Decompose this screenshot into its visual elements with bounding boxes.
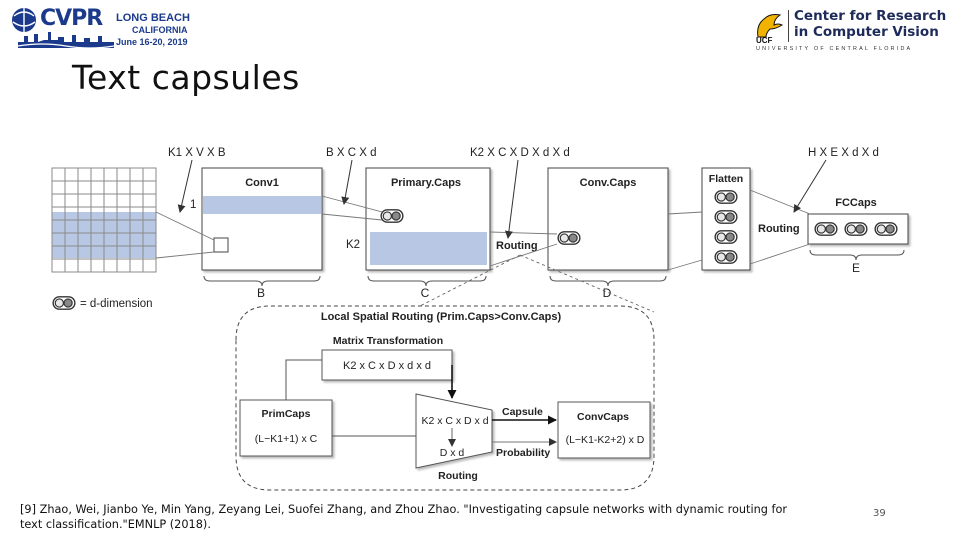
primcaps-title: PrimCaps — [261, 408, 310, 420]
matrix-box — [321, 349, 453, 381]
legend-capsule-icon — [52, 296, 76, 310]
page-number: 39 — [873, 508, 886, 519]
braces — [203, 249, 905, 287]
routing-right-label: Routing — [758, 223, 800, 235]
conv1-kernel-square — [213, 237, 229, 253]
mark-k2: K2 — [346, 239, 360, 251]
primcaps-box — [239, 399, 333, 457]
crcv-line1: Center for Research — [794, 8, 947, 24]
flatten-capsule-1-icon — [714, 190, 738, 204]
flatten-title: Flatten — [709, 173, 743, 185]
cvpr-location: LONG BEACH CALIFORNIA June 16-20, 2019 — [116, 12, 190, 48]
inset-routing-label: Routing — [438, 470, 478, 482]
inset-arrows — [285, 359, 557, 447]
cvpr-wordmark: CVPR — [40, 6, 103, 31]
ucf-crcv-logo: UCF Center for Research in Computer Visi… — [752, 6, 952, 56]
cvpr-globe-icon — [12, 8, 36, 32]
primary-caps-title: Primary.Caps — [391, 177, 461, 189]
label-hxexdxd: H X E X d X d — [808, 147, 879, 159]
brace-e-label: E — [852, 261, 860, 275]
conv1-box: Conv1 1 — [190, 167, 323, 271]
ucf-pegasus-icon — [757, 14, 783, 38]
routing-trapezoid — [415, 393, 493, 469]
cvpr-skyline-icon — [18, 32, 114, 49]
label-arrows — [177, 159, 827, 239]
brace-c-label: C — [421, 286, 430, 300]
conv-caps-box: Conv.Caps — [547, 167, 669, 271]
ucf-university: UNIVERSITY OF CENTRAL FLORIDA — [756, 46, 913, 52]
brace-d-label: D — [603, 286, 612, 300]
cvpr-dates: June 16-20, 2019 — [116, 37, 188, 47]
crcv-name: Center for Research in Computer Vision — [794, 8, 946, 40]
flatten-capsule-2-icon — [714, 210, 738, 224]
cvpr-logo: CVPR LONG BEACH CALIFORNIA June 16-20, 2… — [10, 6, 195, 50]
fc-capsule-2-icon — [844, 222, 868, 236]
probability-label: Probability — [496, 447, 550, 459]
conv1-title: Conv1 — [245, 177, 279, 189]
label-k2xcxdxdxd: K2 X C X D X d X d — [470, 147, 570, 159]
trap-top-expr: K2 x C x D x d — [421, 415, 488, 427]
convcaps-box — [557, 401, 651, 459]
ucf-divider — [788, 10, 789, 42]
slide-title: Text capsules — [72, 58, 300, 97]
primary-caps-box: Primary.Caps K2 Routing — [346, 167, 538, 271]
local-routing-inset: Local Spatial Routing (Prim.Caps>Conv.Ca… — [235, 305, 655, 491]
label-bxcxd: B X C X d — [326, 147, 377, 159]
flatten-capsule-3-icon — [714, 230, 738, 244]
label-k1xvxb: K1 X V X B — [168, 147, 226, 159]
connector-lines — [155, 189, 811, 271]
brace-b-label: B — [257, 286, 265, 300]
flatten-box: Flatten Routing — [701, 167, 800, 271]
capsule-label: Capsule — [502, 406, 543, 418]
fc-caps-box: FCCaps — [807, 197, 909, 245]
cvpr-state: CALIFORNIA — [132, 25, 188, 35]
crcv-line2: in Computer Vision — [794, 24, 939, 40]
mark-one: 1 — [190, 199, 196, 211]
conv1-highlight — [203, 196, 321, 214]
grid-lines — [51, 167, 157, 273]
flatten-capsule-4-icon — [714, 250, 738, 264]
trap-bottom-expr: D x d — [440, 447, 465, 459]
cvpr-city: LONG BEACH — [116, 12, 190, 24]
routing-mid-label: Routing — [496, 240, 538, 252]
matrix-expr: K2 x C x D x d x d — [343, 360, 431, 372]
conv-caps-title: Conv.Caps — [580, 177, 637, 189]
convcaps-title: ConvCaps — [577, 411, 629, 423]
inset-link-lines — [419, 254, 655, 313]
fc-capsule-3-icon — [874, 222, 898, 236]
citation: [9] Zhao, Wei, Jianbo Ye, Min Yang, Zeya… — [20, 503, 788, 531]
ucf-mark-text: UCF — [756, 36, 773, 45]
fc-caps-title: FCCaps — [835, 197, 877, 209]
matrix-title: Matrix Transformation — [333, 335, 443, 347]
primary-caps-highlight — [370, 232, 487, 265]
inset-title: Local Spatial Routing (Prim.Caps>Conv.Ca… — [321, 311, 562, 323]
input-word-grid — [51, 167, 157, 273]
legend-text: = d-dimension — [80, 298, 153, 310]
conv-capsule-icon — [557, 231, 581, 245]
fc-capsule-1-icon — [814, 222, 838, 236]
convcaps-expr: (L−K1-K2+2) x D — [566, 434, 645, 446]
primcaps-expr: (L−K1+1) x C — [255, 433, 318, 445]
primary-capsule-icon — [380, 209, 404, 223]
